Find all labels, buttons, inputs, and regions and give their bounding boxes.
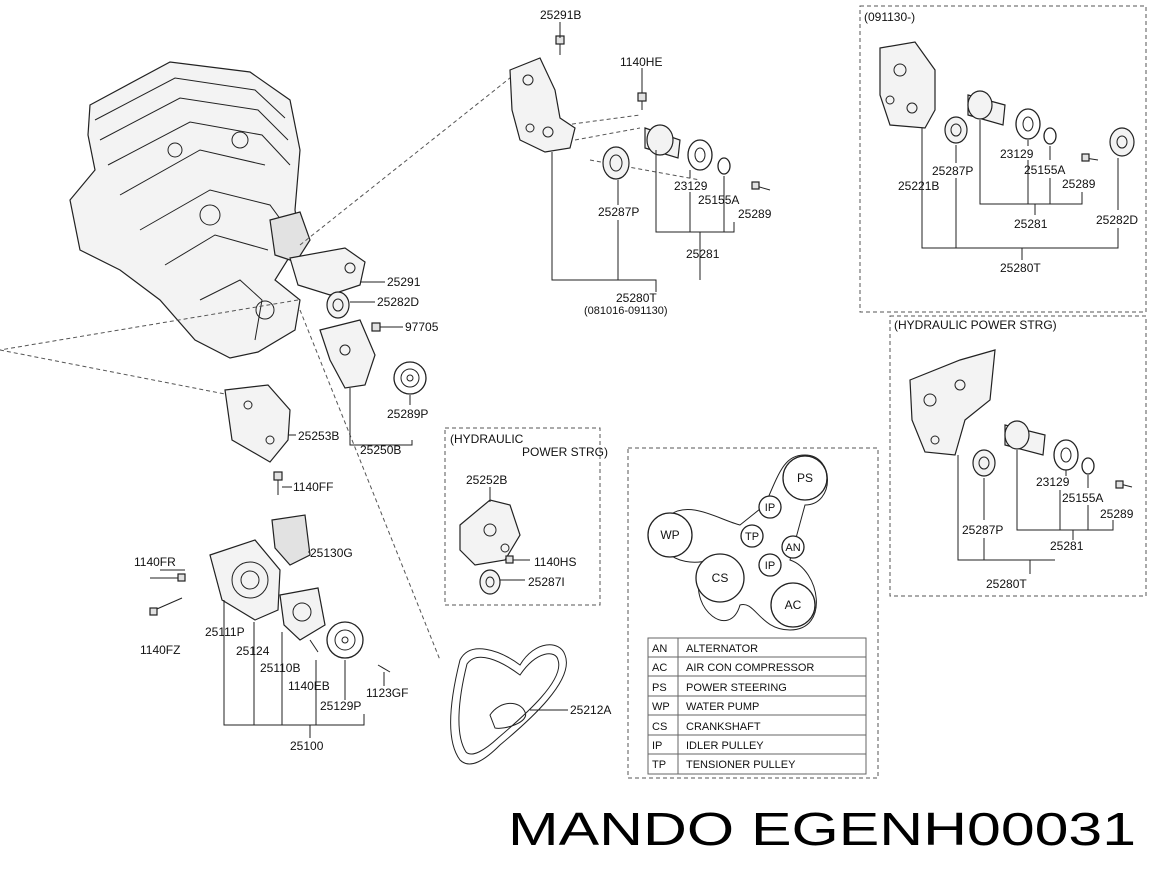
legend-code-wp: WP <box>652 701 670 713</box>
label-25281-c: 25281 <box>1050 539 1084 553</box>
label-25253B: 25253B <box>298 429 339 443</box>
bracket-assembly-b <box>879 41 1135 162</box>
hydraulic-bracket-b <box>909 349 1133 489</box>
label-25281: 25281 <box>686 247 720 261</box>
label-25221B: 25221B <box>898 179 939 193</box>
label-25282D-b: 25282D <box>1096 213 1138 227</box>
label-25291B: 25291B <box>540 8 581 22</box>
legend-name-an: ALTERNATOR <box>686 643 758 655</box>
pulley-ip-bottom: IP <box>765 560 775 572</box>
label-25287P: 25287P <box>598 205 639 219</box>
pulley-an: AN <box>785 542 800 554</box>
label-25289-b: 25289 <box>1062 177 1096 191</box>
label-25289P: 25289P <box>387 407 428 421</box>
label-1140HE: 1140HE <box>620 55 662 69</box>
legend-name-cs: CRANKSHAFT <box>686 721 761 733</box>
label-25289-c: 25289 <box>1100 507 1134 521</box>
pulley-ps: PS <box>797 471 813 485</box>
label-1123GF: 1123GF <box>366 686 408 700</box>
belt-routing-box <box>627 447 879 779</box>
label-1140EB: 1140EB <box>288 679 330 693</box>
pulley-tp: TP <box>745 531 759 543</box>
legend-code-ip: IP <box>652 740 662 752</box>
legend-entries: AN ALTERNATOR AC AIR CON COMPRESSOR PS P… <box>652 643 814 771</box>
label-25281-b: 25281 <box>1014 217 1048 231</box>
label-hydraulic-b: (HYDRAULIC POWER STRG) <box>894 318 1057 332</box>
bracket-assembly-a <box>509 35 771 191</box>
label-25280T: 25280T <box>616 291 657 305</box>
pulley-wp: WP <box>660 528 679 542</box>
pulley-ac: AC <box>785 598 802 612</box>
label-date-range-b: (091130-) <box>864 10 915 24</box>
caption-part-number: MANDO EGENH00031 <box>508 803 1136 855</box>
hydraulic-box-a <box>444 427 601 606</box>
label-25282D: 25282D <box>377 295 419 309</box>
label-1140FZ: 1140FZ <box>140 643 180 657</box>
label-25111P: 25111P <box>205 625 245 639</box>
label-25287P-c: 25287P <box>962 523 1003 537</box>
label-25124: 25124 <box>236 644 270 658</box>
drive-belt <box>450 644 568 765</box>
legend-code-ps: PS <box>652 682 667 694</box>
label-25110B: 25110B <box>260 661 300 675</box>
legend-code-an: AN <box>652 643 667 655</box>
legend-name-ac: AIR CON COMPRESSOR <box>686 662 814 674</box>
pulley-labels: PS IP WP TP AN IP CS AC <box>660 471 813 612</box>
pulley-cs: CS <box>712 571 729 585</box>
label-25287I: 25287I <box>528 575 565 589</box>
legend-name-wp: WATER PUMP <box>686 701 759 713</box>
tensioner-bracket <box>224 247 427 495</box>
label-hydraulic-a1: (HYDRAULIC <box>450 432 524 446</box>
label-1140HS: 1140HS <box>534 555 576 569</box>
label-25280T-b: 25280T <box>1000 261 1041 275</box>
legend-code-tp: TP <box>652 759 666 771</box>
hydraulic-bracket-a <box>459 499 530 595</box>
legend-name-ip: IDLER PULLEY <box>686 740 764 752</box>
legend-code-ac: AC <box>652 662 667 674</box>
label-23129-b: 23129 <box>1000 147 1034 161</box>
engine-block <box>69 61 311 359</box>
legend-name-tp: TENSIONER PULLEY <box>686 759 796 771</box>
label-25129P: 25129P <box>320 699 361 713</box>
label-23129-c: 23129 <box>1036 475 1070 489</box>
hydraulic-box-b <box>889 315 1147 597</box>
assembly-box-b <box>859 5 1147 313</box>
label-25155A-c: 25155A <box>1062 491 1103 505</box>
label-1140FR: 1140FR <box>134 555 176 569</box>
label-date-range-a: (081016-091130) <box>584 305 668 317</box>
legend-code-cs: CS <box>652 721 667 733</box>
label-25212A: 25212A <box>570 703 611 717</box>
label-25130G: 25130G <box>310 546 353 560</box>
label-25280T-c: 25280T <box>986 577 1027 591</box>
label-25287P-b: 25287P <box>932 164 973 178</box>
legend-name-ps: POWER STEERING <box>686 682 787 694</box>
label-hydraulic-a2: POWER STRG) <box>522 445 608 459</box>
label-25252B: 25252B <box>466 473 507 487</box>
label-25291: 25291 <box>387 275 421 289</box>
label-97705: 97705 <box>405 320 439 334</box>
belt-routing <box>647 454 828 631</box>
label-25155A-b: 25155A <box>1024 163 1065 177</box>
label-25289: 25289 <box>738 207 772 221</box>
part-labels: 25291B 1140HE 23129 25155A 25289 25287P … <box>134 8 1138 753</box>
label-25100: 25100 <box>290 739 324 753</box>
label-1140FF: 1140FF <box>293 480 333 494</box>
label-25250B: 25250B <box>360 443 401 457</box>
pulley-ip-top: IP <box>765 502 775 514</box>
label-23129: 23129 <box>674 179 708 193</box>
water-pump-assembly <box>149 514 391 673</box>
legend-table <box>647 637 867 775</box>
label-25155A: 25155A <box>698 193 739 207</box>
